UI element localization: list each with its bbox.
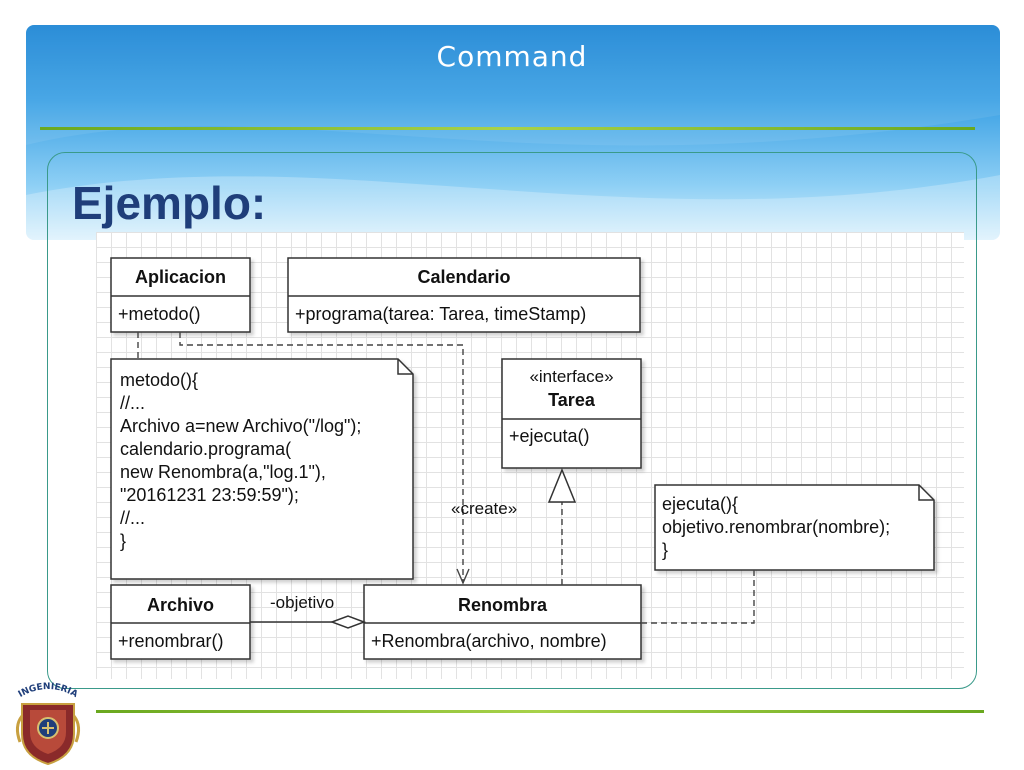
slide-title: Command bbox=[436, 40, 588, 73]
realization-arrow bbox=[547, 468, 577, 585]
objetivo-association: -objetivo bbox=[250, 593, 367, 629]
footer-divider bbox=[96, 710, 984, 713]
create-label: «create» bbox=[451, 499, 517, 518]
header-divider bbox=[40, 127, 975, 130]
create-dependency: «create» bbox=[179, 332, 517, 585]
svg-text:INGENIERIA: INGENIERIA bbox=[17, 682, 79, 700]
class-aplicacion: Aplicacion +metodo() bbox=[110, 257, 251, 333]
class-calendario: Calendario +programa(tarea: Tarea, timeS… bbox=[287, 257, 641, 333]
class-operation: +renombrar() bbox=[118, 631, 224, 651]
note-metodo: metodo(){ //... Archivo a=new Archivo("/… bbox=[110, 358, 414, 580]
class-operation: +ejecuta() bbox=[509, 426, 590, 446]
class-operation: +Renombra(archivo, nombre) bbox=[371, 631, 607, 651]
content-frame bbox=[47, 152, 977, 689]
class-renombra: Renombra +Renombra(archivo, nombre) bbox=[363, 584, 642, 660]
class-operation: +metodo() bbox=[118, 304, 201, 324]
class-name: Calendario bbox=[417, 267, 510, 287]
note-ejecuta: ejecuta(){ objetivo.renombrar(nombre); } bbox=[654, 484, 935, 571]
class-name: Renombra bbox=[458, 595, 548, 615]
header-wave-decoration bbox=[26, 25, 1000, 240]
class-name: Tarea bbox=[548, 390, 596, 410]
class-operation: +programa(tarea: Tarea, timeStamp) bbox=[295, 304, 586, 324]
slide-heading: Ejemplo: bbox=[72, 177, 267, 229]
uml-diagram-svg: Aplicacion +metodo() Calendario +program… bbox=[110, 257, 935, 660]
ingenieria-logo: INGENIERIA bbox=[8, 676, 88, 766]
slide-header bbox=[26, 25, 1000, 240]
class-name: Aplicacion bbox=[135, 267, 226, 287]
note-link-ejecuta bbox=[641, 570, 755, 624]
class-archivo: Archivo +renombrar() bbox=[110, 584, 251, 660]
note-text: ejecuta(){ objetivo.renombrar(nombre); } bbox=[662, 494, 895, 560]
stereotype-label: «interface» bbox=[529, 367, 613, 386]
uml-diagram: Aplicacion +metodo() Calendario +program… bbox=[96, 232, 964, 679]
note-text: metodo(){ //... Archivo a=new Archivo("/… bbox=[120, 370, 366, 551]
class-name: Archivo bbox=[147, 595, 214, 615]
objetivo-label: -objetivo bbox=[270, 593, 334, 612]
interface-tarea: «interface» Tarea +ejecuta() bbox=[501, 358, 642, 469]
